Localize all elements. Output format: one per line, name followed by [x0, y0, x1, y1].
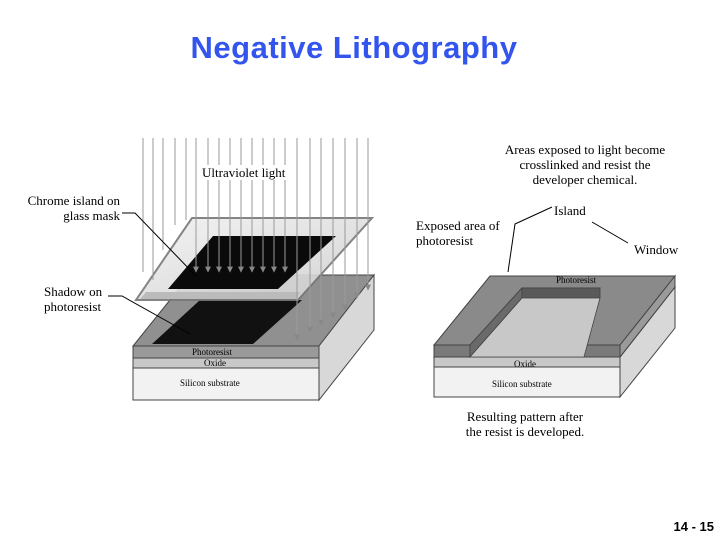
crosslink-note: Areas exposed to light become crosslinke…	[504, 142, 666, 187]
left-oxide-layer-label: Oxide	[204, 358, 226, 368]
right-wafer-block	[432, 274, 677, 399]
page-title: Negative Lithography	[190, 30, 518, 65]
uv-light-label: Ultraviolet light	[200, 165, 288, 180]
chrome-island-label: Chrome island on glass mask	[27, 193, 120, 223]
window-region	[469, 297, 601, 358]
page-number: 14 - 15	[673, 519, 714, 534]
right-photoresist-layer-label: Photoresist	[556, 275, 597, 285]
shadow-label: Shadow on photoresist	[44, 284, 103, 314]
left-photoresist-layer-label: Photoresist	[192, 347, 233, 357]
result-caption: Resulting pattern after the resist is de…	[465, 409, 585, 439]
uv-rays	[142, 138, 371, 341]
right-substrate-layer-label: Silicon substrate	[492, 379, 552, 389]
left-wafer-block	[131, 273, 376, 402]
island-label: Island	[554, 203, 586, 218]
shadow-region	[152, 300, 302, 344]
left-substrate-layer-label: Silicon substrate	[180, 378, 240, 388]
exposed-area-label: Exposed area of photoresist	[416, 218, 500, 248]
window-label: Window	[634, 242, 679, 257]
left-leaders	[108, 212, 197, 335]
right-leaders	[507, 206, 629, 273]
right-oxide-layer-label: Oxide	[514, 359, 536, 369]
